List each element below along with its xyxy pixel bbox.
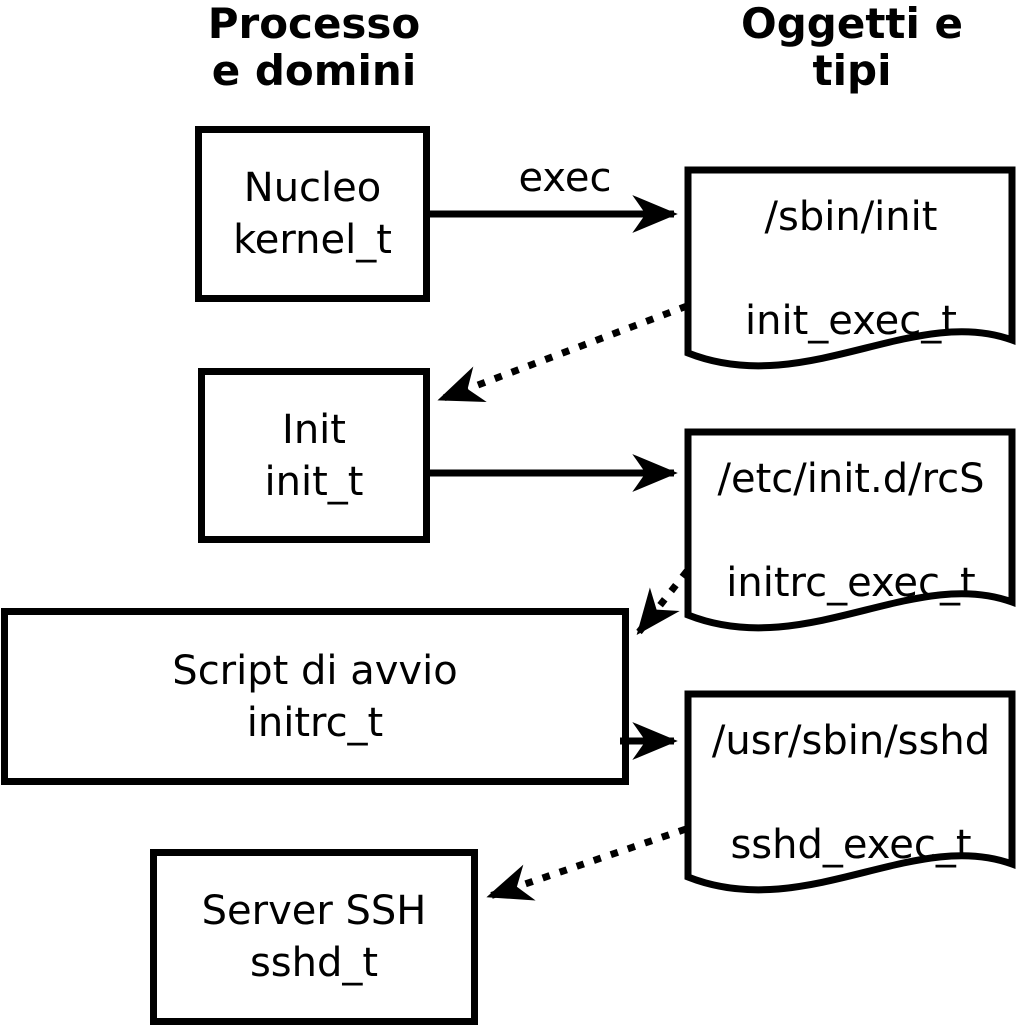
process-name: Server SSH xyxy=(201,888,427,934)
object-doc-init-exec: /sbin/init init_exec_t xyxy=(684,164,1018,396)
dotted-arrow-init-exec-to-init xyxy=(437,302,689,403)
process-box-sshd: Server SSH sshd_t xyxy=(150,849,478,1025)
object-doc-sshd-exec: /usr/sbin/sshd sshd_exec_t xyxy=(684,688,1018,920)
process-domain: initrc_t xyxy=(246,699,384,746)
column-header-objects: Oggetti e tipi xyxy=(741,0,963,95)
dotted-arrow-initrc-exec-to-initrc xyxy=(636,568,690,635)
process-box-init: Init init_t xyxy=(198,368,430,543)
process-domain: kernel_t xyxy=(233,217,392,263)
process-domain: sshd_t xyxy=(249,940,379,986)
exec-arrow-label: exec xyxy=(518,155,612,201)
document-outline xyxy=(684,166,1016,370)
document-outline xyxy=(684,690,1016,894)
object-path: /etc/init.d/rcS xyxy=(717,456,985,502)
document-shape-icon xyxy=(684,428,1016,632)
column-header-processes: Processo e domini xyxy=(207,0,421,95)
document-shape-icon xyxy=(684,690,1016,894)
process-name: Script di avvio xyxy=(172,647,458,694)
object-label: /sbin/init init_exec_t xyxy=(684,191,1018,347)
object-path: /usr/sbin/sshd xyxy=(711,718,991,764)
object-type: init_exec_t xyxy=(745,298,957,344)
process-domain: init_t xyxy=(264,458,364,505)
process-name: Nucleo xyxy=(243,165,382,211)
object-type: sshd_exec_t xyxy=(730,822,972,868)
document-shape-icon xyxy=(684,166,1016,370)
object-label: /usr/sbin/sshd sshd_exec_t xyxy=(684,715,1018,871)
object-doc-initrc-exec: /etc/init.d/rcS initrc_exec_t xyxy=(684,426,1018,658)
process-name: Init xyxy=(282,406,346,453)
document-outline xyxy=(684,428,1016,632)
object-path: /sbin/init xyxy=(764,194,938,240)
dotted-arrow-sshd-exec-to-sshd xyxy=(486,825,688,901)
object-label: /etc/init.d/rcS initrc_exec_t xyxy=(684,453,1018,609)
object-type: initrc_exec_t xyxy=(726,560,976,606)
process-box-initrc: Script di avvio initrc_t xyxy=(1,608,629,785)
process-box-kernel: Nucleo kernel_t xyxy=(195,126,430,302)
